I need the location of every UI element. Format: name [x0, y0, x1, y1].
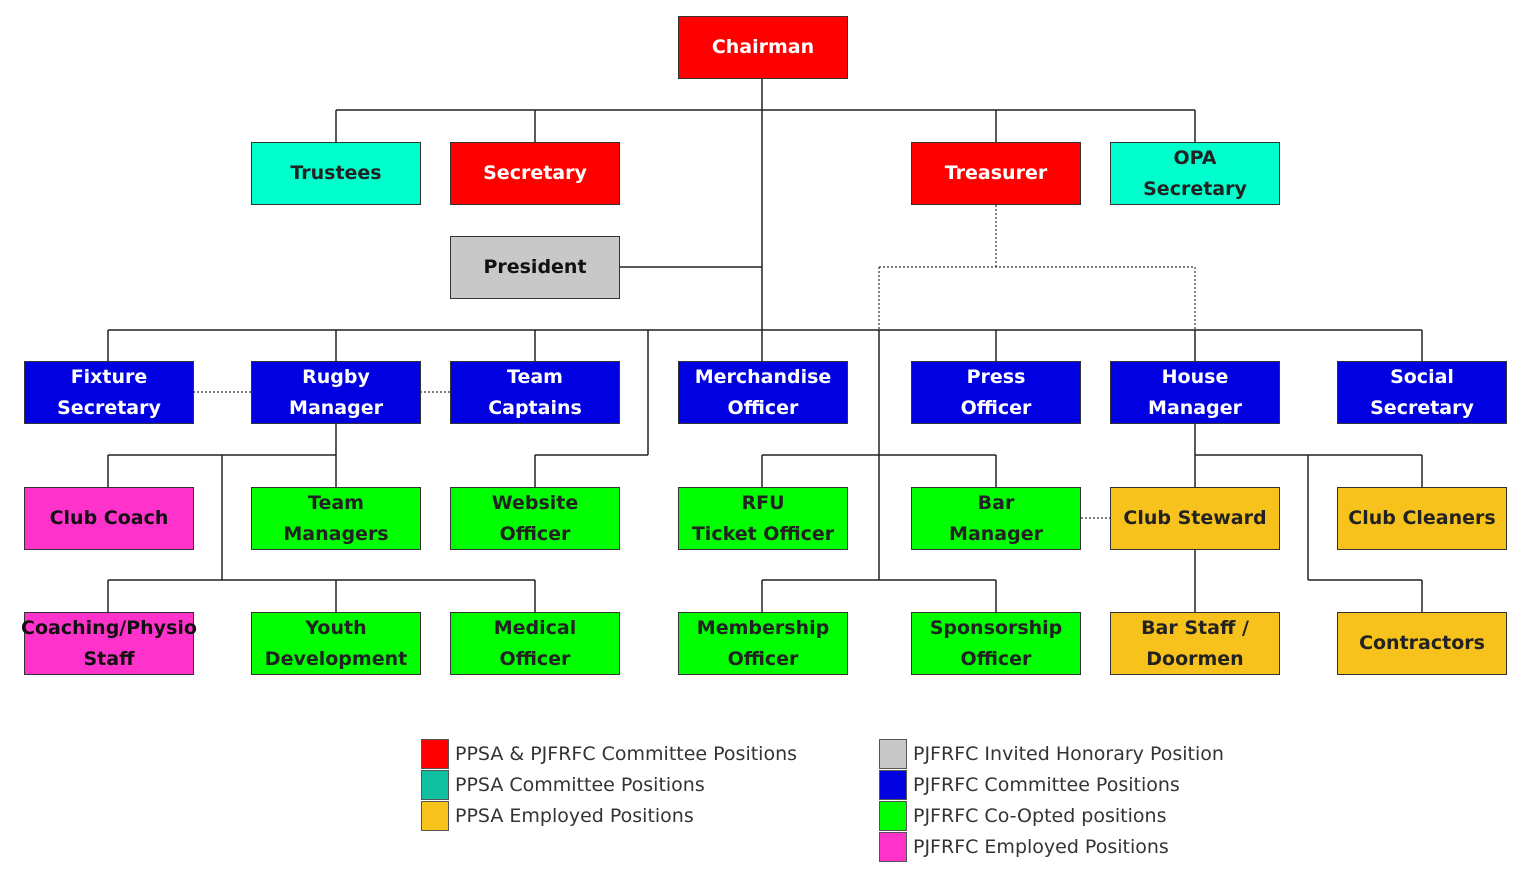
treasurer-label: Treasurer [944, 162, 1048, 184]
team-managers-label: Team Managers [283, 491, 389, 545]
legend-label: PPSA Committee Positions [455, 773, 705, 796]
legend-swatch [879, 738, 907, 769]
rugby-manager-box[interactable]: Rugby Manager [251, 361, 421, 424]
treasurer-box[interactable]: Treasurer [911, 142, 1081, 205]
legend-item: PJFRFC Committee Positions [879, 769, 1224, 800]
house-manager-label: House Manager [1148, 365, 1242, 419]
chairman-box[interactable]: Chairman [678, 16, 848, 79]
legend-swatch [421, 800, 449, 831]
legend-swatch [879, 769, 907, 800]
opa-secretary-box[interactable]: OPA Secretary [1110, 142, 1280, 205]
legend-item: PJFRFC Co-Opted positions [879, 800, 1224, 831]
club-steward-label: Club Steward [1123, 507, 1267, 529]
rfu-ticket-officer-label: RFU Ticket Officer [691, 491, 835, 545]
medical-officer-label: Medical Officer [493, 616, 577, 670]
secretary-label: Secretary [483, 162, 587, 184]
secretary-box[interactable]: Secretary [450, 142, 620, 205]
rfu-ticket-officer-box[interactable]: RFU Ticket Officer [678, 487, 848, 550]
merchandise-officer-label: Merchandise Officer [694, 365, 832, 419]
contractors-label: Contractors [1359, 632, 1485, 654]
legend-swatch [421, 769, 449, 800]
club-cleaners-label: Club Cleaners [1348, 507, 1496, 529]
social-secretary-label: Social Secretary [1370, 365, 1474, 419]
bar-staff-doormen-label: Bar Staff / Doormen [1141, 616, 1249, 670]
legend-right: PJFRFC Invited Honorary Position PJFRFC … [879, 738, 1224, 862]
social-secretary-box[interactable]: Social Secretary [1337, 361, 1507, 424]
trustees-box[interactable]: Trustees [251, 142, 421, 205]
legend-left: PPSA & PJFRFC Committee Positions PPSA C… [421, 738, 797, 831]
legend-label: PJFRFC Co-Opted positions [913, 804, 1167, 827]
youth-development-box[interactable]: Youth Development [251, 612, 421, 675]
trustees-label: Trustees [290, 162, 382, 184]
legend-item: PJFRFC Employed Positions [879, 831, 1224, 862]
website-officer-label: Website Officer [491, 491, 579, 545]
legend-label: PPSA & PJFRFC Committee Positions [455, 742, 798, 765]
fixture-secretary-box[interactable]: Fixture Secretary [24, 361, 194, 424]
president-label: President [483, 256, 587, 278]
house-manager-box[interactable]: House Manager [1110, 361, 1280, 424]
sponsorship-officer-label: Sponsorship Officer [929, 616, 1063, 670]
team-managers-box[interactable]: Team Managers [251, 487, 421, 550]
legend-item: PPSA Committee Positions [421, 769, 797, 800]
legend-label: PJFRFC Employed Positions [913, 835, 1169, 858]
team-captains-box[interactable]: Team Captains [450, 361, 620, 424]
membership-officer-label: Membership Officer [696, 616, 830, 670]
team-captains-label: Team Captains [488, 365, 582, 419]
bar-staff-doormen-box[interactable]: Bar Staff / Doormen [1110, 612, 1280, 675]
club-steward-box[interactable]: Club Steward [1110, 487, 1280, 550]
legend-swatch [879, 800, 907, 831]
club-coach-box[interactable]: Club Coach [24, 487, 194, 550]
membership-officer-box[interactable]: Membership Officer [678, 612, 848, 675]
press-officer-box[interactable]: Press Officer [911, 361, 1081, 424]
merchandise-officer-box[interactable]: Merchandise Officer [678, 361, 848, 424]
press-officer-label: Press Officer [960, 365, 1032, 419]
chairman-label: Chairman [711, 36, 815, 58]
club-cleaners-box[interactable]: Club Cleaners [1337, 487, 1507, 550]
rugby-manager-label: Rugby Manager [289, 365, 383, 419]
bar-manager-box[interactable]: Bar Manager [911, 487, 1081, 550]
club-coach-label: Club Coach [49, 507, 169, 529]
legend-item: PPSA Employed Positions [421, 800, 797, 831]
youth-development-label: Youth Development [264, 616, 408, 670]
website-officer-box[interactable]: Website Officer [450, 487, 620, 550]
coaching-physio-staff-label: Coaching/Physio Staff [21, 616, 197, 670]
coaching-physio-staff-box[interactable]: Coaching/Physio Staff [21, 612, 197, 675]
bar-manager-label: Bar Manager [949, 491, 1043, 545]
legend-swatch [421, 738, 449, 769]
medical-officer-box[interactable]: Medical Officer [450, 612, 620, 675]
contractors-box[interactable]: Contractors [1337, 612, 1507, 675]
sponsorship-officer-box[interactable]: Sponsorship Officer [911, 612, 1081, 675]
fixture-secretary-label: Fixture Secretary [57, 365, 161, 419]
legend-label: PJFRFC Invited Honorary Position [913, 742, 1224, 765]
legend-label: PPSA Employed Positions [455, 804, 694, 827]
legend-item: PJFRFC Invited Honorary Position [879, 738, 1224, 769]
legend-item: PPSA & PJFRFC Committee Positions [421, 738, 797, 769]
legend-label: PJFRFC Committee Positions [913, 773, 1180, 796]
opa-secretary-label: OPA Secretary [1143, 146, 1247, 200]
president-box[interactable]: President [450, 236, 620, 299]
legend-swatch [879, 831, 907, 862]
